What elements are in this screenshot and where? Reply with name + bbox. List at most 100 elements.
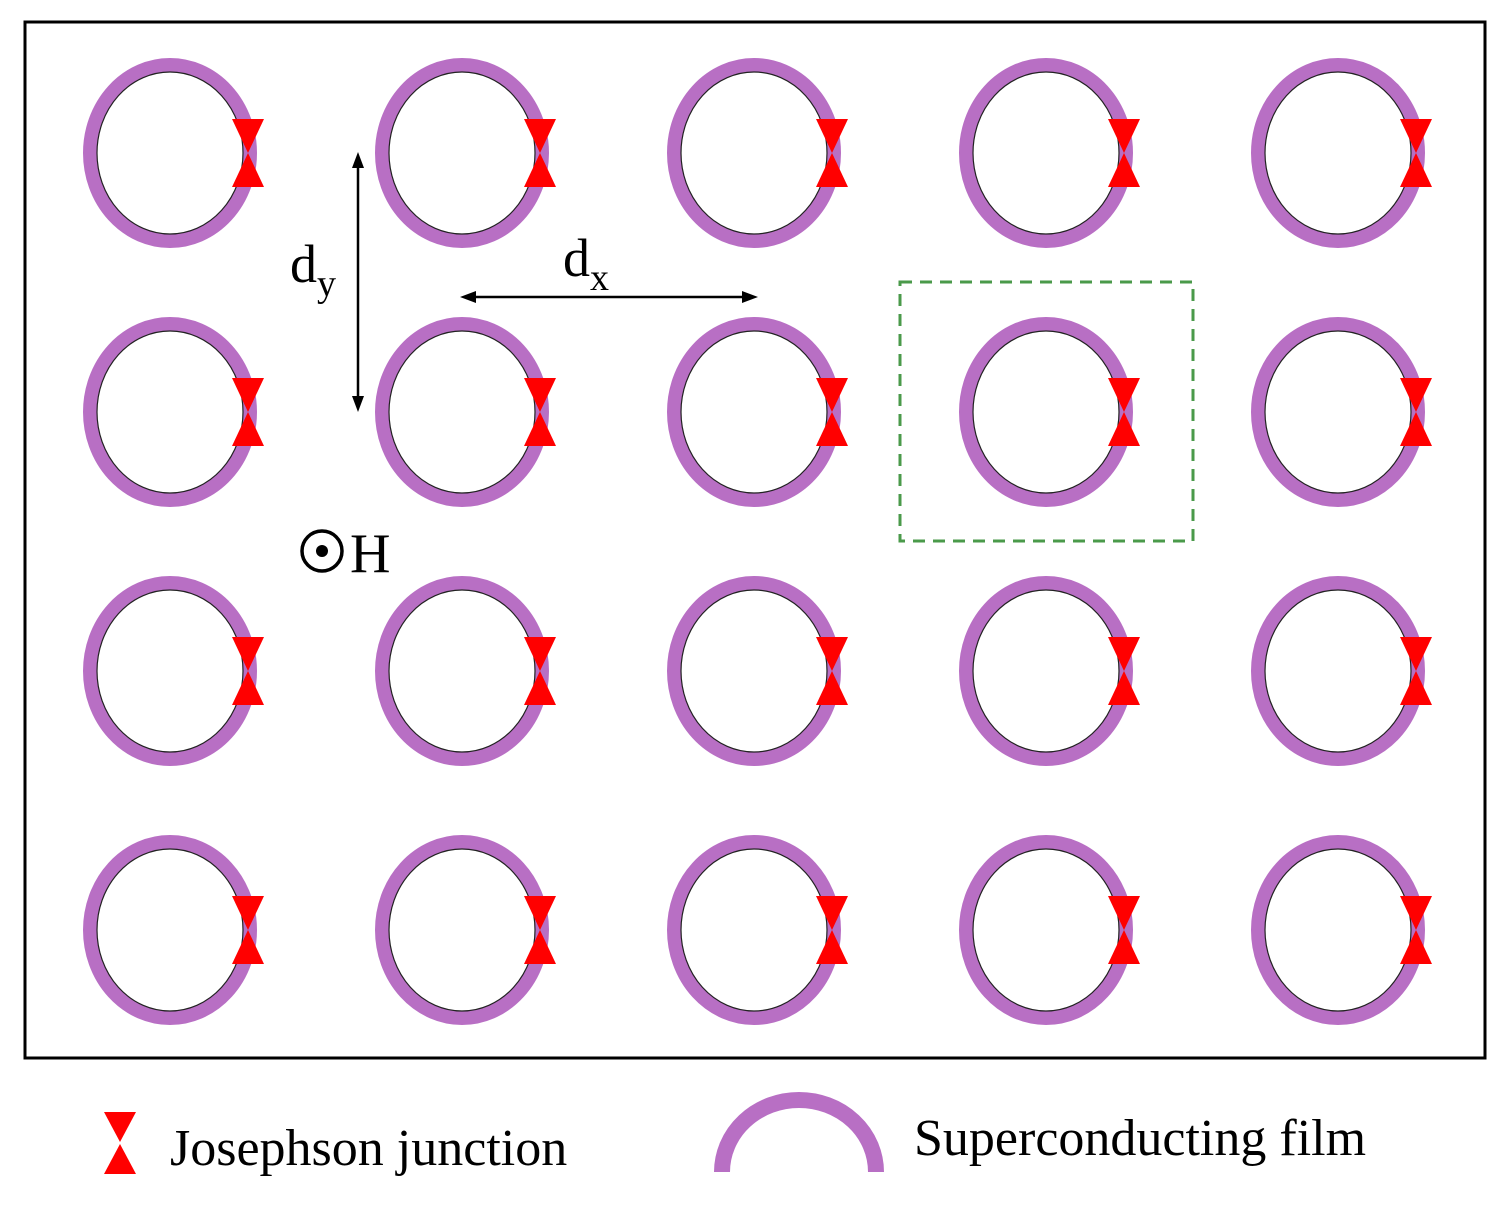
superconducting-ring xyxy=(667,576,841,766)
superconducting-ring xyxy=(83,835,257,1025)
ring-cell xyxy=(1251,835,1432,1025)
superconducting-ring xyxy=(83,576,257,766)
josephson-junction-bottom xyxy=(524,671,556,705)
ring-inner-edge xyxy=(96,330,244,494)
ring-inner-edge xyxy=(680,71,828,235)
ring-inner-edge xyxy=(388,330,536,494)
josephson-junction-top xyxy=(1400,378,1432,412)
legend: Josephson junction Superconducting film xyxy=(104,1092,1366,1177)
superconducting-ring xyxy=(959,576,1133,766)
josephson-junction-top xyxy=(524,896,556,930)
josephson-junction-top xyxy=(1400,119,1432,153)
ring-cell xyxy=(83,835,264,1025)
ring-inner-edge xyxy=(680,589,828,753)
dy-label-main: d xyxy=(290,234,317,294)
josephson-junction-bottom xyxy=(1400,930,1432,964)
josephson-junction-top xyxy=(1108,119,1140,153)
superconducting-ring xyxy=(375,576,549,766)
dy-arrow xyxy=(352,152,364,412)
josephson-junction-bottom xyxy=(1400,671,1432,705)
ring-cell xyxy=(959,58,1140,248)
ring-inner-edge xyxy=(96,589,244,753)
field-out-of-page-icon xyxy=(300,529,344,573)
josephson-junction-top xyxy=(232,378,264,412)
ring-inner-edge xyxy=(680,848,828,1012)
ring-array xyxy=(83,58,1432,1025)
superconducting-ring xyxy=(959,58,1133,248)
ring-cell xyxy=(667,576,848,766)
josephson-junction-top xyxy=(1400,896,1432,930)
ring-inner-edge xyxy=(972,589,1120,753)
legend-film-icon xyxy=(714,1092,884,1173)
ring-inner-edge xyxy=(972,848,1120,1012)
josephson-junction-bottom xyxy=(232,153,264,187)
superconducting-ring xyxy=(1251,576,1425,766)
ring-inner-edge xyxy=(1264,848,1412,1012)
josephson-junction-top xyxy=(816,896,848,930)
ring-inner-edge xyxy=(388,71,536,235)
superconducting-ring xyxy=(375,317,549,507)
ring-inner-edge xyxy=(972,330,1120,494)
josephson-junction-top xyxy=(1108,637,1140,671)
unit-cell-highlight-box xyxy=(898,280,1195,543)
ring-cell xyxy=(83,317,264,507)
dx-label-main: d xyxy=(563,228,590,288)
ring-inner-edge xyxy=(680,330,828,494)
josephson-junction-top xyxy=(1108,896,1140,930)
josephson-junction-top xyxy=(232,637,264,671)
legend-film-label: Superconducting film xyxy=(914,1110,1366,1167)
ring-inner-edge xyxy=(96,71,244,235)
josephson-junction-bottom xyxy=(1400,412,1432,446)
josephson-junction-top xyxy=(1108,378,1140,412)
josephson-junction-top xyxy=(1400,637,1432,671)
josephson-junction-top xyxy=(232,896,264,930)
dx-label-sub: x xyxy=(590,257,609,299)
superconducting-ring xyxy=(83,58,257,248)
ring-inner-edge xyxy=(388,848,536,1012)
josephson-junction-top xyxy=(816,119,848,153)
josephson-junction-bottom xyxy=(524,412,556,446)
dx-label: dx xyxy=(563,228,609,299)
ring-inner-edge xyxy=(972,71,1120,235)
josephson-junction-bottom xyxy=(816,412,848,446)
josephson-junction-bottom xyxy=(524,153,556,187)
josephson-junction-bottom xyxy=(816,930,848,964)
ring-cell xyxy=(375,576,556,766)
ring-cell xyxy=(959,317,1140,507)
superconducting-ring xyxy=(1251,317,1425,507)
ring-cell xyxy=(959,835,1140,1025)
josephson-junction-bottom xyxy=(232,671,264,705)
ring-inner-edge xyxy=(1264,589,1412,753)
josephson-junction-top xyxy=(524,378,556,412)
ring-cell xyxy=(375,835,556,1025)
ring-cell xyxy=(1251,576,1432,766)
superconducting-ring xyxy=(959,317,1133,507)
josephson-junction-bottom xyxy=(232,412,264,446)
superconducting-ring xyxy=(667,835,841,1025)
ring-inner-edge xyxy=(388,589,536,753)
ring-cell xyxy=(667,317,848,507)
josephson-junction-top xyxy=(524,637,556,671)
josephson-junction-bottom xyxy=(232,930,264,964)
josephson-junction-top xyxy=(816,637,848,671)
josephson-junction-bottom xyxy=(1400,153,1432,187)
legend-junction-label: Josephson junction xyxy=(170,1120,567,1177)
dy-label-sub: y xyxy=(317,263,336,305)
superconducting-ring xyxy=(375,835,549,1025)
ring-cell xyxy=(83,58,264,248)
field-label: H xyxy=(350,523,390,585)
superconducting-ring xyxy=(83,317,257,507)
josephson-junction-bottom xyxy=(1108,930,1140,964)
josephson-junction-bottom xyxy=(1108,412,1140,446)
ring-cell xyxy=(83,576,264,766)
superconducting-ring xyxy=(375,58,549,248)
ring-cell xyxy=(375,58,556,248)
ring-cell xyxy=(1251,58,1432,248)
josephson-junction-bottom xyxy=(1108,153,1140,187)
ring-cell xyxy=(667,58,848,248)
superconducting-ring xyxy=(667,317,841,507)
josephson-junction-bottom xyxy=(816,671,848,705)
dy-label: dy xyxy=(290,234,336,305)
josephson-junction-top xyxy=(524,119,556,153)
